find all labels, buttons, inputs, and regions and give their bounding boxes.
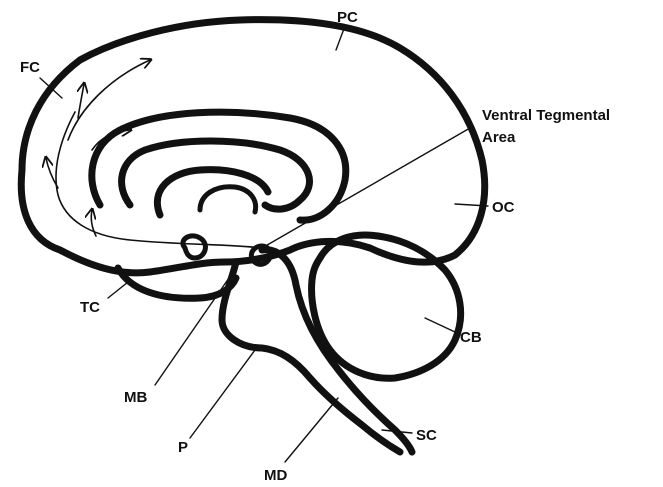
label-tc: TC — [80, 299, 100, 316]
label-vta-line1: Ventral Tegmental — [482, 107, 610, 124]
label-cb: CB — [460, 329, 482, 346]
leader-vta — [262, 128, 470, 248]
label-vta-line2: Area — [482, 129, 516, 146]
label-fc: FC — [20, 59, 40, 76]
midbrain-nodule — [183, 236, 206, 258]
leader-p — [190, 346, 258, 438]
label-mb: MB — [124, 389, 147, 406]
leader-mb — [155, 262, 240, 385]
leader-md — [285, 398, 338, 462]
label-md: MD — [264, 467, 287, 484]
label-p: P — [178, 439, 188, 456]
corpus-callosum — [122, 141, 310, 209]
leader-cb — [425, 318, 455, 332]
leader-tc — [108, 282, 128, 298]
label-sc: SC — [416, 427, 437, 444]
pathway-main — [56, 112, 262, 248]
label-oc: OC — [492, 199, 515, 216]
brainstem-back — [262, 250, 412, 452]
label-pc: PC — [337, 9, 358, 26]
fornix-curve — [200, 187, 256, 212]
